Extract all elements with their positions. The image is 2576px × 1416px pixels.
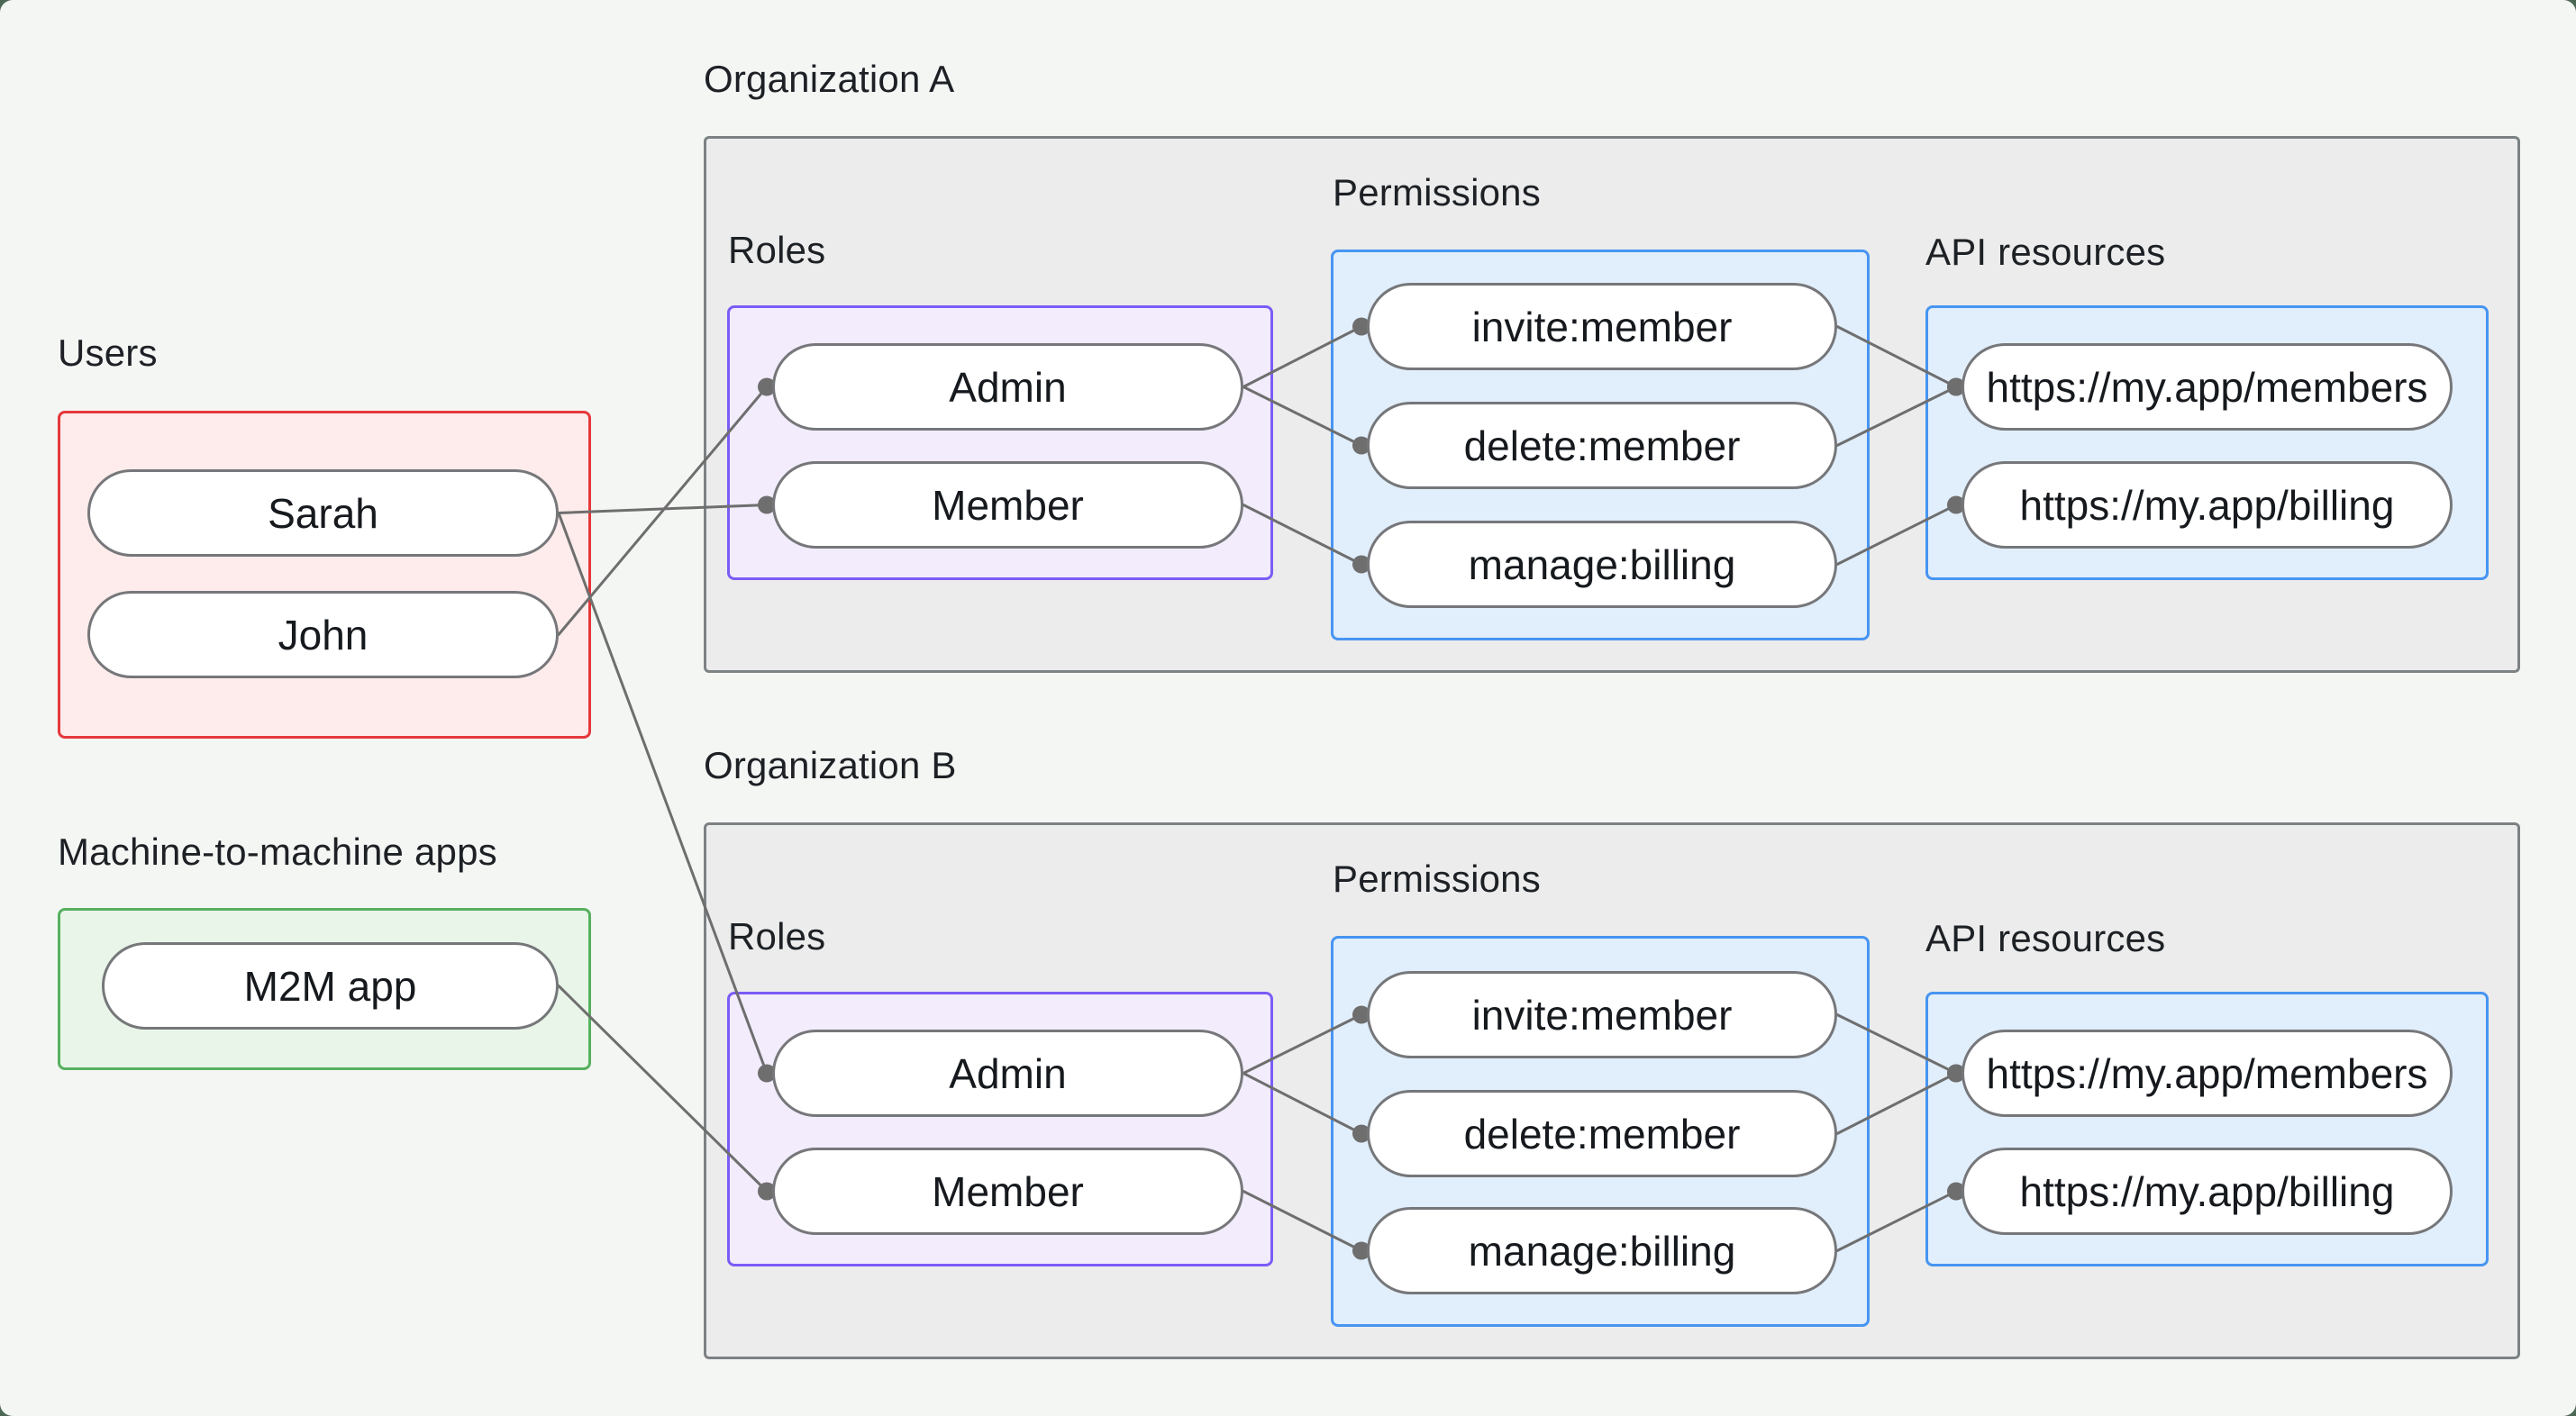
node-org-b-role-admin: Admin	[772, 1030, 1243, 1117]
users-group-box	[58, 411, 591, 739]
node-user-john: John	[87, 591, 559, 678]
permissions-b-group-label: Permissions	[1333, 858, 1541, 900]
users-group-label: Users	[58, 331, 158, 374]
roles-a-group-label: Roles	[728, 229, 826, 271]
api-resources-a-group-label: API resources	[1925, 231, 2166, 273]
node-org-a-role-member: Member	[772, 461, 1243, 549]
org-b-title: Organization B	[704, 744, 957, 786]
node-org-b-api-members: https://my.app/members	[1962, 1030, 2453, 1117]
permissions-a-group-label: Permissions	[1333, 171, 1541, 213]
org-a-title: Organization A	[704, 58, 955, 100]
node-org-b-role-member: Member	[772, 1148, 1243, 1235]
node-org-b-api-billing: https://my.app/billing	[1962, 1148, 2453, 1235]
node-org-a-role-admin: Admin	[772, 343, 1243, 431]
node-org-a-perm-invite-member: invite:member	[1367, 283, 1837, 370]
node-user-sarah: Sarah	[87, 469, 559, 557]
node-m2m-app: M2M app	[102, 942, 559, 1030]
m2m-group-label: Machine-to-machine apps	[58, 831, 497, 873]
node-org-b-perm-invite-member: invite:member	[1367, 971, 1837, 1058]
node-org-a-api-members: https://my.app/members	[1962, 343, 2453, 431]
node-org-a-perm-delete-member: delete:member	[1367, 402, 1837, 489]
roles-b-group-label: Roles	[728, 915, 826, 958]
node-org-b-perm-delete-member: delete:member	[1367, 1090, 1837, 1177]
node-org-b-perm-manage-billing: manage:billing	[1367, 1207, 1837, 1294]
node-org-a-api-billing: https://my.app/billing	[1962, 461, 2453, 549]
node-org-a-perm-manage-billing: manage:billing	[1367, 521, 1837, 608]
api-resources-b-group-label: API resources	[1925, 917, 2166, 959]
